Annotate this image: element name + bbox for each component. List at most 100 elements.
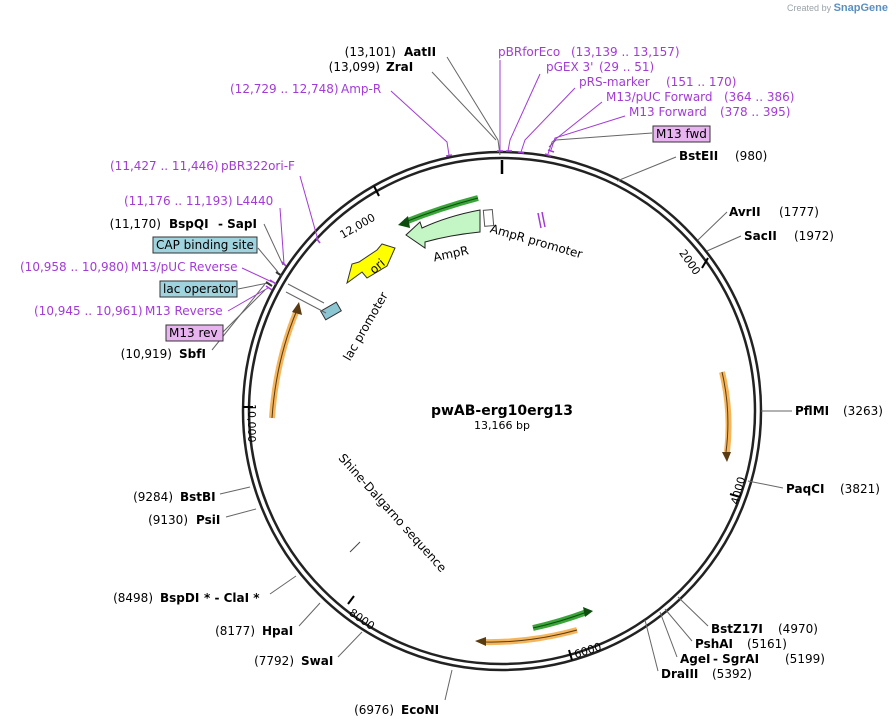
ampr-promoter-box	[482, 209, 495, 227]
snapgene-logo: SnapGene	[833, 2, 888, 14]
paqci-pos: (3821)	[840, 482, 880, 496]
ring-tick-2000: 2000	[676, 247, 709, 277]
m13fwd-label: M13 fwd	[656, 127, 707, 141]
zrai-pos: (13,099)	[329, 60, 380, 74]
bspqi-pos: (11,170)	[110, 217, 161, 231]
plasmid-size: 13,166 bp	[474, 419, 530, 432]
ampr-promoter-ticks-2	[541, 211, 546, 228]
pbr322-lead	[299, 175, 319, 241]
m13rev-label: M13 rev	[169, 326, 218, 340]
lac-cluster-lead-1	[285, 291, 327, 314]
sacii-label: SacII	[744, 229, 777, 243]
backbone-inner-ring	[247, 156, 757, 666]
m13fwdp-tick	[547, 149, 555, 153]
sacii-pos: (1972)	[794, 229, 834, 243]
swai-lead	[337, 631, 363, 658]
aatii-zrai-lead	[497, 139, 501, 156]
snapgene-credit: Created by SnapGene	[787, 2, 888, 14]
pbr322-tick	[315, 237, 321, 244]
m13pucfwd-tick	[544, 153, 552, 157]
psti-lead	[225, 508, 257, 518]
m13revp-tick	[265, 285, 273, 291]
avrii-label: AvrII	[729, 205, 761, 219]
pflmi-label: PflMI	[795, 404, 829, 418]
econi-pos: (6976)	[354, 703, 394, 717]
m13fwd-lead	[548, 132, 653, 148]
ampr-label: AmpR	[432, 243, 470, 264]
econi-label: EcoNI	[401, 703, 439, 717]
agei-pos: (5199)	[785, 652, 825, 666]
pbr322-name: pBR322ori-F	[221, 159, 295, 173]
m13pucfwd-lead	[547, 101, 603, 155]
m13revp-name: M13 Reverse	[145, 304, 223, 318]
m13pucfwd-range: (364 .. 386)	[724, 90, 794, 104]
hpai-pos: (8177)	[215, 624, 255, 638]
plasmid-name: pwAB-erg10erg13	[431, 403, 573, 419]
m13pucrev-range: (10,958 .. 10,980)	[20, 260, 129, 274]
psti-label: PsiI	[196, 513, 220, 527]
aatii-lead	[446, 56, 499, 141]
m13pucrev-lead	[241, 267, 273, 283]
ampr-primer-name: Amp-R	[341, 82, 381, 96]
svg-text:10,000: 10,000	[245, 404, 258, 443]
orf-arrow-left-orange	[269, 308, 300, 419]
ampr-promoter-label: AmpR promoter	[489, 222, 585, 262]
pshai-label: PshAI	[695, 637, 733, 651]
psti-pos: (9130)	[148, 513, 188, 527]
m13fwd-box	[652, 125, 711, 143]
ori-feature	[346, 243, 396, 285]
pgex3-name: pGEX 3'	[546, 60, 593, 74]
aatii-label: AatII	[404, 45, 436, 59]
svg-text:6000: 6000	[572, 640, 603, 661]
m13rev-lead	[221, 289, 266, 334]
bstz17i-label: BstZ17I	[711, 622, 763, 636]
orf-arrow-bottom-orange	[483, 627, 578, 646]
orf-arrowhead-bottom-left	[475, 637, 486, 646]
prsmarker-name: pRS-marker	[579, 75, 650, 89]
orf-arrowhead-left-up	[292, 302, 302, 315]
pbrforeco-name: pBRforEco	[498, 45, 560, 59]
lacop-box	[159, 280, 238, 298]
draiii-pos: (5392)	[712, 667, 752, 681]
l4440-name: L4440	[236, 194, 273, 208]
draiii-label: DraIII	[661, 667, 698, 681]
bsteii-pos: (980)	[735, 149, 767, 163]
hpai-lead	[298, 602, 321, 627]
m13fwdp-range: (378 .. 395)	[720, 105, 790, 119]
l4440-range: (11,176 .. 11,193)	[124, 194, 233, 208]
cap-lead	[257, 247, 279, 273]
bstbi-lead	[219, 486, 251, 495]
bspdi-label: BspDI	[160, 591, 199, 605]
orf-arrow-left-orange-core	[271, 309, 298, 419]
m13fwdp-name: M13 Forward	[629, 105, 707, 119]
zrai-label: ZraI	[386, 60, 413, 74]
agei-extra: - SgrAI	[713, 652, 759, 666]
ring-tick-6000: 6000	[568, 640, 603, 661]
lacop-lead	[237, 282, 269, 290]
shine-dalgarno-lead	[349, 541, 361, 553]
agei-label: AgeI	[680, 652, 710, 666]
ampr-feature	[405, 209, 481, 249]
lac-cluster-lead-2	[287, 283, 325, 304]
econi-lead	[444, 669, 453, 701]
bstz17i-pos: (4970)	[778, 622, 818, 636]
ring-tick-10000: 10,000	[243, 404, 258, 443]
swai-pos: (7792)	[254, 654, 294, 668]
cap-box	[152, 236, 258, 254]
agei-lead	[659, 611, 678, 658]
credit-prefix: Created by	[787, 3, 832, 13]
orf-arrowhead-top-green	[398, 216, 410, 228]
prsmarker-range: (151 .. 170)	[666, 75, 736, 89]
bspqi-label: BspQI	[169, 217, 209, 231]
ampr-primer-lead	[390, 90, 450, 156]
orf-arrow-right-orange-core	[721, 371, 729, 453]
aatii-pos: (13,101)	[345, 45, 396, 59]
paqci-lead	[747, 480, 784, 489]
ring-tick-8000: 8000	[347, 595, 377, 633]
m13revp-lead	[227, 287, 269, 312]
draiii-lead	[644, 619, 659, 672]
cap-label: CAP binding site	[156, 238, 254, 252]
zrai-lead	[431, 71, 497, 141]
pshai-lead	[664, 608, 693, 642]
bsteii-label: BstEII	[679, 149, 718, 163]
